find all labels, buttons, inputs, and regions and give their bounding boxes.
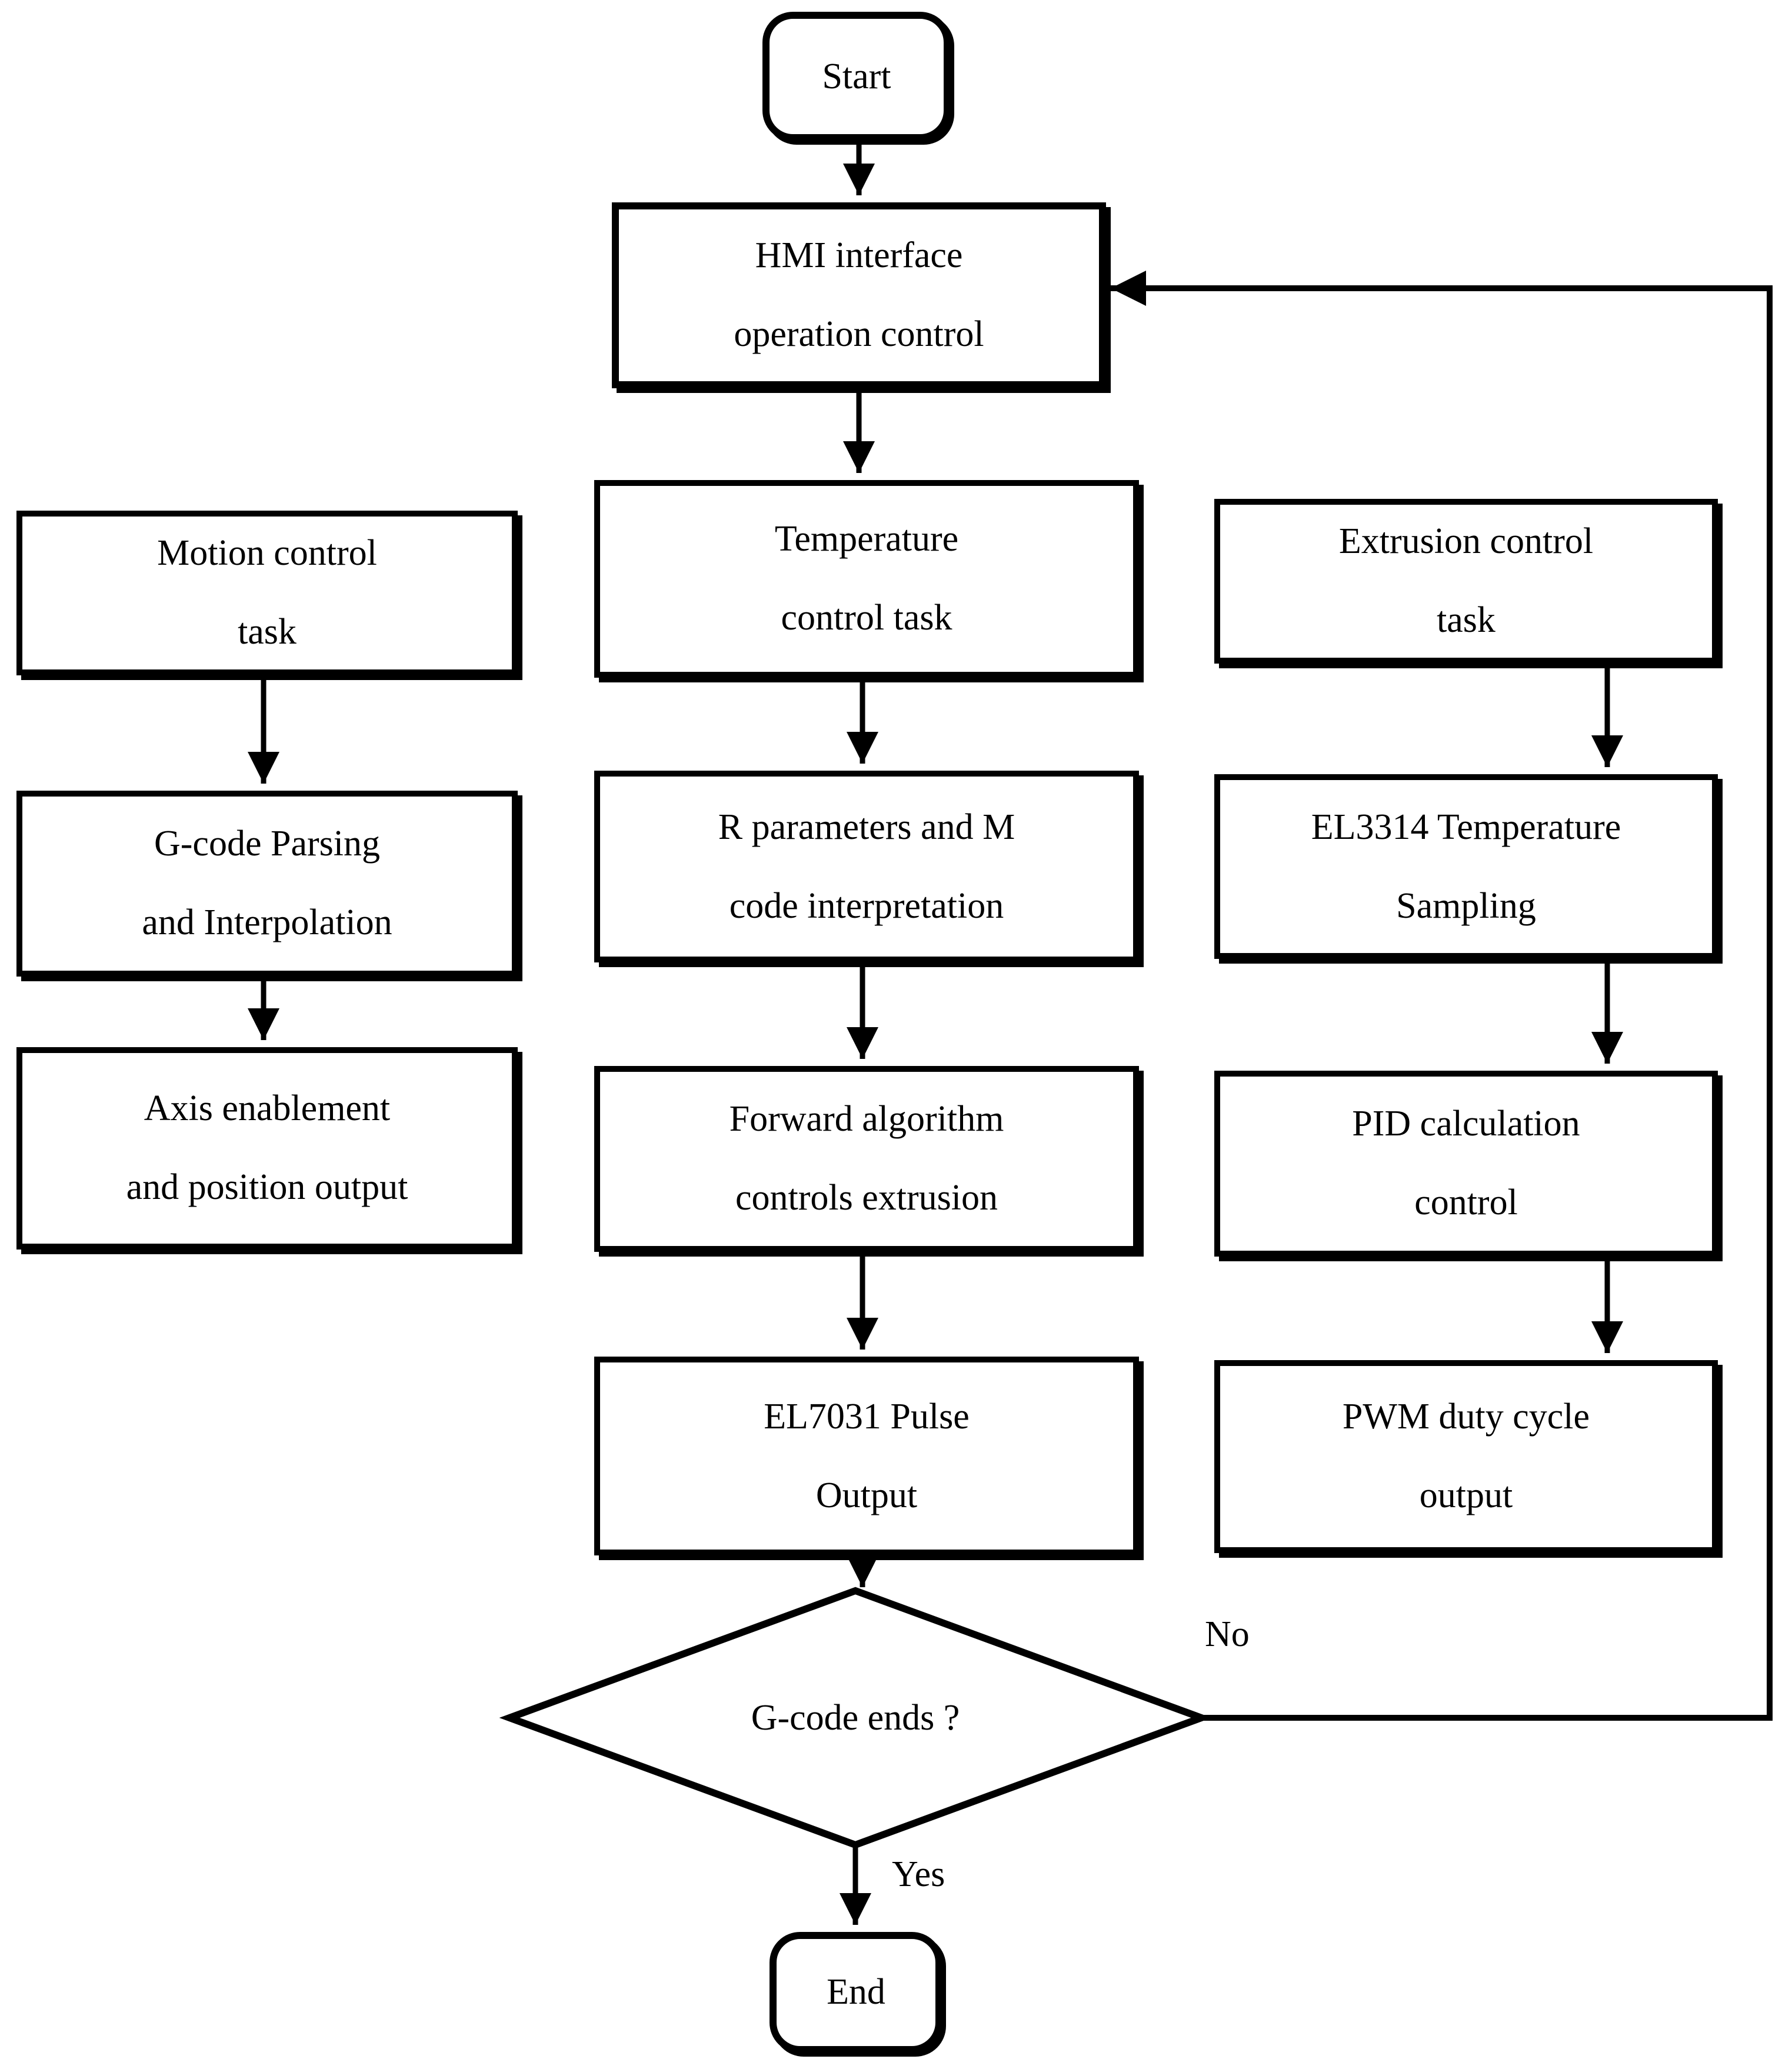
pwm-label-line1: PWM duty cycle [1342, 1395, 1590, 1437]
end-label: End [827, 1971, 885, 2013]
gcode-parse-label-line2: and Interpolation [142, 901, 392, 942]
node-el3314-temperature-sampling: EL3314 Temperature Sampling [1214, 774, 1718, 959]
edge-no-loop-to-hmi [1111, 271, 1773, 1721]
extrusion-label-line2: task [1437, 599, 1495, 640]
axis-label-line2: and position output [126, 1166, 408, 1207]
node-end: End [770, 1932, 942, 2053]
hmi-label-line2: operation control [734, 313, 984, 354]
axis-label-line1: Axis enablement [144, 1087, 391, 1129]
node-temperature-control-task: Temperature control task [594, 480, 1139, 678]
el3314-label-line2: Sampling [1396, 884, 1536, 925]
node-gcode-parsing-interpolation: G-code Parsing and Interpolation [16, 791, 518, 977]
edge-label-yes: Yes [892, 1853, 945, 1894]
pid-label-line2: control [1414, 1181, 1518, 1222]
pid-label-line1: PID calculation [1352, 1102, 1580, 1144]
forward-label-line2: controls extrusion [735, 1177, 998, 1218]
edge-label-no: No [1205, 1613, 1250, 1654]
node-extrusion-control-task: Extrusion control task [1214, 499, 1718, 664]
extrusion-label-line1: Extrusion control [1338, 520, 1594, 562]
el3314-label-line1: EL3314 Temperature [1311, 805, 1621, 847]
forward-label-line1: Forward algorithm [729, 1098, 1004, 1140]
node-pwm-duty-cycle-output: PWM duty cycle output [1214, 1360, 1718, 1553]
node-axis-enablement-position-output: Axis enablement and position output [16, 1047, 518, 1250]
el7031-label-line2: Output [815, 1474, 918, 1515]
node-r-parameters-m-code: R parameters and M code interpretation [594, 771, 1139, 962]
hmi-label-line1: HMI interface [755, 234, 963, 276]
decision-label: G-code ends ? [751, 1697, 960, 1738]
node-motion-control-task: Motion control task [16, 511, 518, 675]
el7031-label-line1: EL7031 Pulse [764, 1395, 970, 1437]
decision-diamond-shape [499, 1587, 1212, 1849]
node-decision-gcode-ends: G-code ends ? [509, 1690, 1201, 1746]
temp-label-line2: control task [781, 597, 952, 638]
motion-label-line2: task [238, 611, 297, 652]
node-el7031-pulse-output: EL7031 Pulse Output [594, 1357, 1139, 1555]
motion-label-line1: Motion control [157, 532, 377, 574]
start-label: Start [822, 55, 891, 96]
node-forward-algorithm-extrusion: Forward algorithm controls extrusion [594, 1066, 1139, 1252]
rparams-label-line1: R parameters and M [718, 805, 1015, 847]
temp-label-line1: Temperature [774, 518, 959, 559]
node-hmi-interface-operation-control: HMI interface operation control [612, 202, 1106, 388]
pwm-label-line2: output [1419, 1474, 1513, 1515]
node-start: Start [762, 12, 951, 141]
node-pid-calculation-control: PID calculation control [1214, 1071, 1718, 1257]
rparams-label-line2: code interpretation [729, 884, 1004, 925]
gcode-parse-label-line1: G-code Parsing [154, 822, 380, 864]
